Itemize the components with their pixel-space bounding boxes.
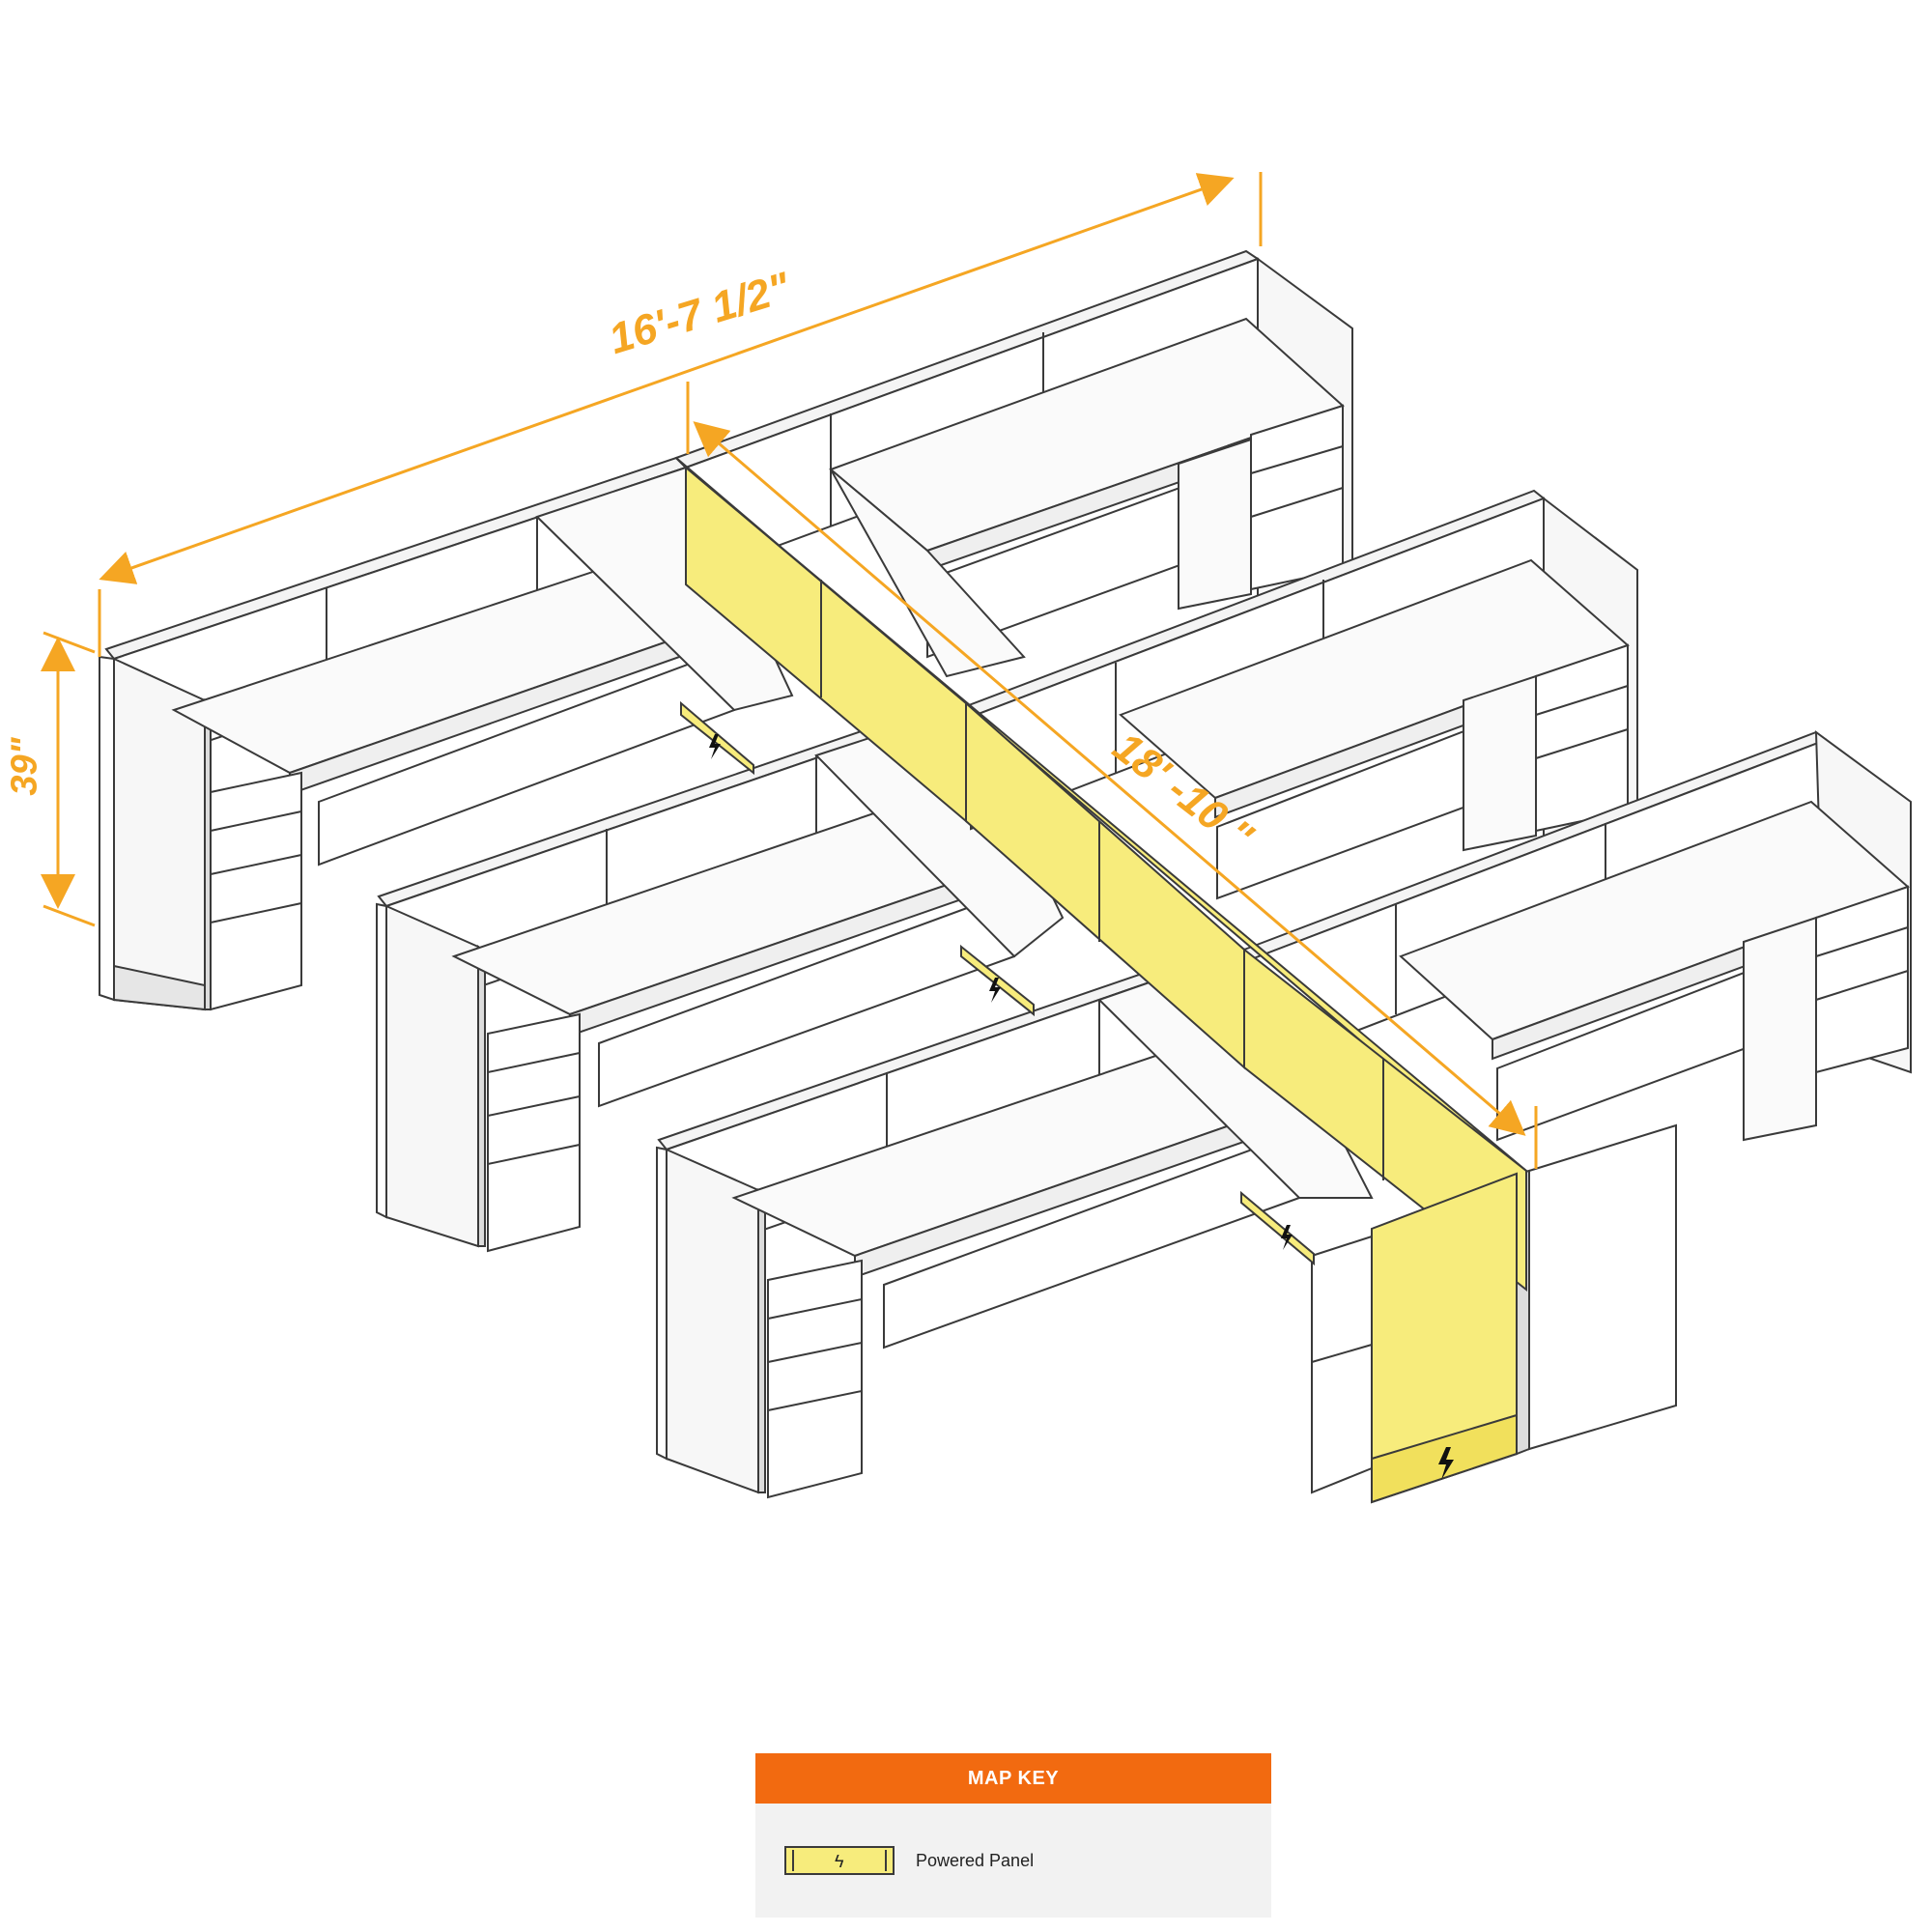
dimension-lines	[41, 172, 1538, 1169]
lightning-bolt-icon: ϟ	[835, 1852, 844, 1871]
powered-panel-swatch: ϟ	[784, 1846, 895, 1875]
lightning-bolt-icon	[1281, 1225, 1293, 1250]
map-key-item-label: Powered Panel	[916, 1850, 1035, 1870]
depth-dimension-line	[693, 421, 1526, 1136]
height-dimension-label: 39"	[4, 737, 45, 796]
map-key: MAP KEY ϟ Powered Panel	[755, 1753, 1271, 1918]
width-dimension-line	[99, 173, 1235, 584]
map-key-item: ϟ Powered Panel	[755, 1804, 1271, 1918]
lightning-bolt-icon	[1438, 1447, 1454, 1480]
map-key-title: MAP KEY	[755, 1753, 1271, 1804]
